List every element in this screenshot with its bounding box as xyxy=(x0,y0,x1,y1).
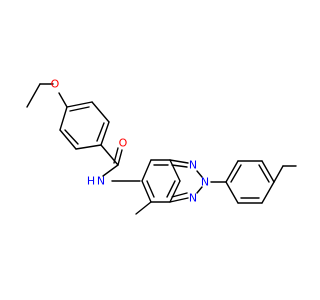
bonds xyxy=(26,83,297,215)
bond-ring2-c-inner xyxy=(258,164,270,183)
bond-ring2-a-inner xyxy=(230,164,242,183)
bond-carbonyl-double-b xyxy=(113,147,119,164)
bond-ring1-f-inner xyxy=(69,106,90,112)
bond-triazole-bottom-double xyxy=(171,192,188,198)
bond-ring1-b-inner xyxy=(64,129,79,145)
bond-ring2-c xyxy=(261,160,275,183)
amide-nitrogen-label: N xyxy=(97,175,105,188)
bond-carbonyl-to-n xyxy=(102,164,119,177)
bond-benzo-f xyxy=(141,180,152,203)
atom-labels: O O H N N N N xyxy=(51,78,209,205)
bond-benzo-f-inner xyxy=(146,180,155,198)
bond-triazole-n2-n3 xyxy=(196,186,203,194)
bond-ring2-d xyxy=(261,181,275,204)
bond-o-ch2 xyxy=(58,92,68,108)
triazole-n3-label: N xyxy=(189,192,197,205)
bond-ethyl-terminal xyxy=(26,83,41,108)
bond-ring-to-carbonyl xyxy=(100,144,119,166)
bond-ring1-d xyxy=(100,121,110,146)
bond-ring1-c xyxy=(75,144,102,150)
triazole-n2-label: N xyxy=(201,176,209,189)
bond-ring1-b xyxy=(59,129,77,150)
bond-ring1-d-inner xyxy=(96,122,105,142)
bond-triazole-n1-n2 xyxy=(196,170,203,178)
bond-ring1-a xyxy=(59,106,68,131)
bond-benzo-d xyxy=(169,180,181,203)
amide-hydrogen-label: H xyxy=(87,175,95,188)
carbonyl-oxygen-label: O xyxy=(119,137,128,150)
bond-benzo-d-inner xyxy=(166,180,176,198)
bond-benzo-a xyxy=(141,159,152,182)
bond-triazole-bottom xyxy=(169,197,189,203)
bond-methyl xyxy=(135,201,152,215)
ether-oxygen-label: O xyxy=(51,78,60,91)
bond-ring2-f xyxy=(225,181,239,204)
bond-ring1-e xyxy=(91,101,110,123)
bond-benzo-c xyxy=(169,159,181,182)
bond-triazole-top-double xyxy=(171,164,188,168)
triazole-n1-label: N xyxy=(189,159,197,172)
bond-carbonyl-double-a xyxy=(117,149,123,166)
bond-triazole-top xyxy=(169,159,189,164)
bond-ring1-f xyxy=(66,101,93,108)
bond-ethyl-ch2-ar xyxy=(273,165,284,183)
molecule-diagram: O O H N N N N xyxy=(26,78,297,215)
bond-ring2-a xyxy=(225,160,239,183)
